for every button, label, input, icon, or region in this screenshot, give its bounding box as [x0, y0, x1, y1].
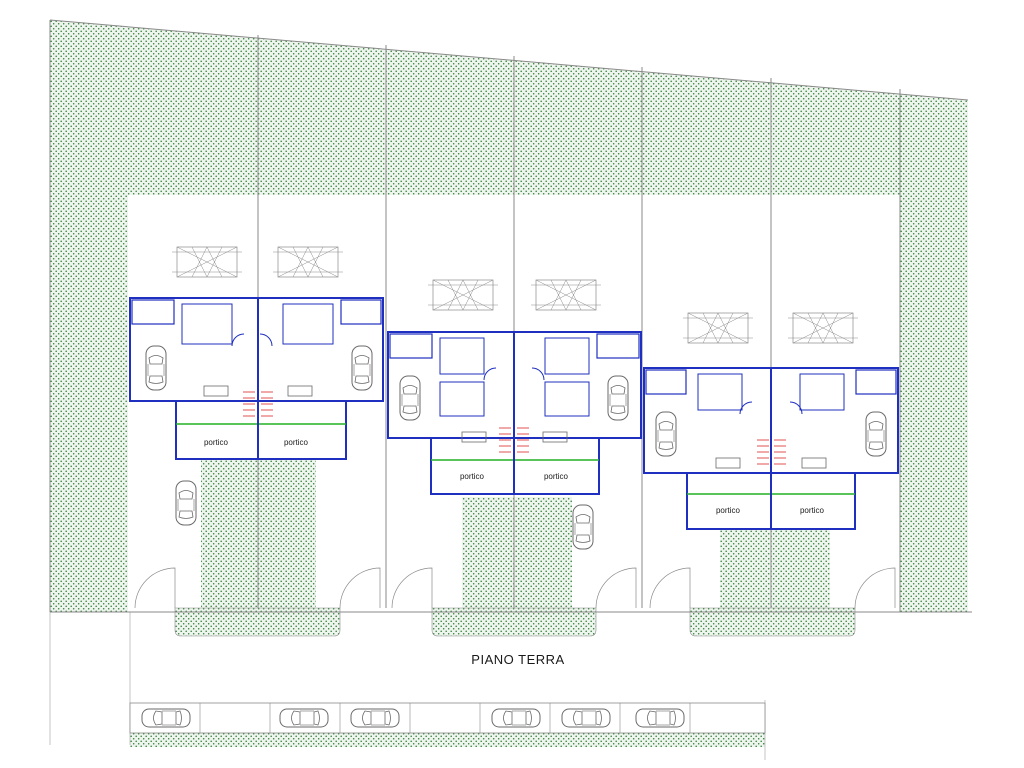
parking-strip — [129, 702, 766, 734]
house-block-1 — [129, 297, 384, 460]
portico-label-5: portico — [716, 506, 741, 515]
plan-title: PIANO TERRA — [471, 652, 564, 667]
gate-arcs — [134, 567, 896, 609]
portico-label-3: portico — [460, 472, 485, 481]
portico-label-2: portico — [284, 438, 309, 447]
portico-label-6: portico — [800, 506, 825, 515]
house-block-3 — [643, 367, 899, 530]
portico-label-4: portico — [544, 472, 569, 481]
portico-label-1: portico — [204, 438, 229, 447]
house-block-2 — [387, 331, 642, 495]
room-labels: portico portico portico portico portico … — [204, 438, 825, 515]
